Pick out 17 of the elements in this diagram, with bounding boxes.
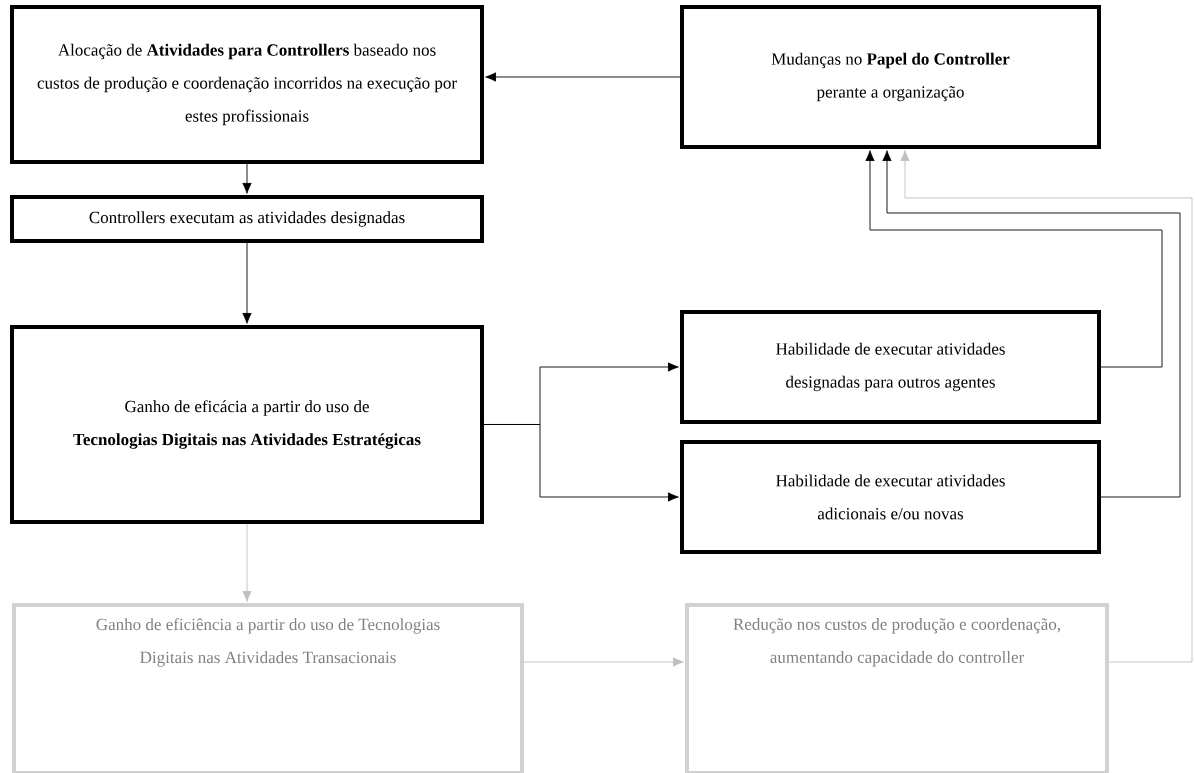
process-box: Alocação de Atividades para Controllers baseado nos custos de produção e coordenação incorridos na execução por estes profissionais [10,5,484,164]
arrow [242,163,252,194]
process-box: Habilidade de executar atividades adicionais e/ou novas [680,440,1101,554]
process-box: Ganho de eficácia a partir do uso de Tecnologias Digitais nas Atividades Estratégicas [10,325,484,524]
process-box: Habilidade de executar atividades designadas para outros agentes [680,310,1101,424]
arrow [882,150,1181,498]
arrow [485,72,681,82]
process-box: Redução nos custos de produção e coordenação, aumentando capacidade do controller [685,603,1109,773]
arrow [483,424,679,502]
process-box: Ganho de eficiência a partir do uso de Tecnologias Digitais nas Atividades Transacionais [12,603,524,773]
arrow [900,150,1193,663]
arrow [865,150,1163,368]
arrow [523,657,684,667]
arrow [242,242,252,324]
process-box: Mudanças no Papel do Controller perante a organização [680,5,1101,149]
arrow [242,523,252,602]
process-box: Controllers executam as atividades designadas [10,195,484,243]
